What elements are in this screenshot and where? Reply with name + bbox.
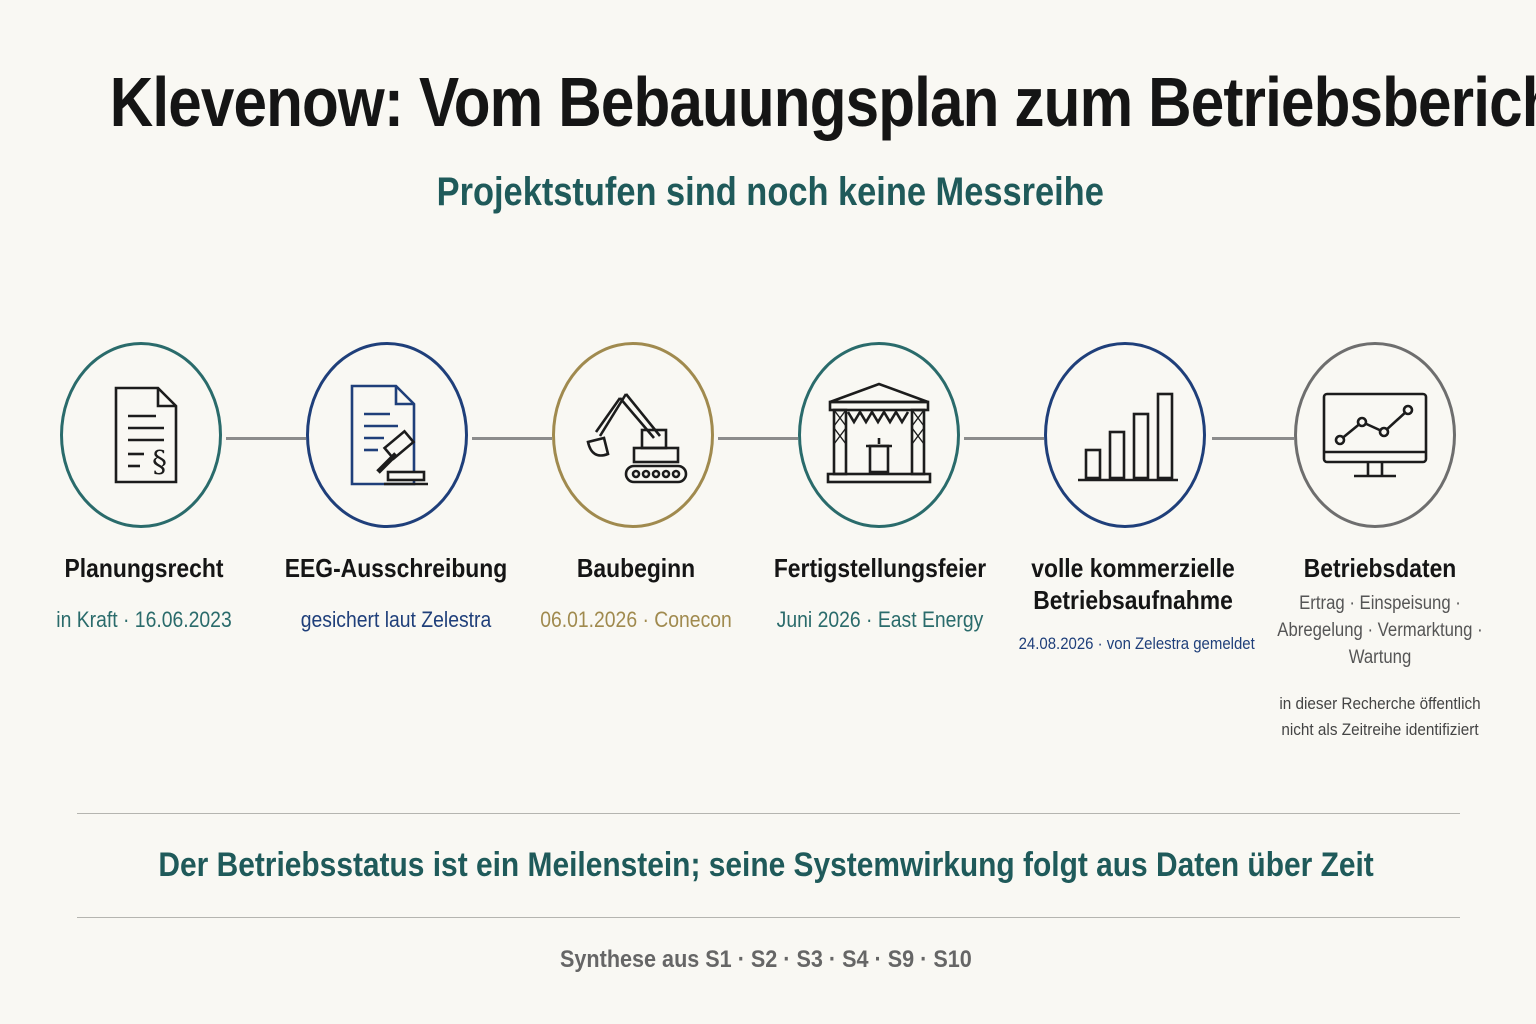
stage-detail-line: Ertrag · Einspeisung ·	[1299, 593, 1461, 614]
connector-line	[226, 437, 306, 440]
stage-detail-line: Abregelung · Vermarktung ·	[1277, 620, 1483, 641]
node-planungsrecht: §	[60, 342, 222, 528]
stage-label-line2: Betriebsaufnahme	[1033, 585, 1233, 615]
stage-label: EEG-Ausschreibung	[284, 553, 508, 583]
stage-detail: gesichert laut Zelestra	[300, 607, 492, 632]
stage-note-line: in dieser Recherche öffentlich	[1279, 694, 1481, 713]
sources-line: Synthese aus S1 · S2 · S3 · S4 · S9 · S1…	[560, 946, 972, 973]
stage-note-line: nicht als Zeitreihe identifiziert	[1281, 720, 1479, 739]
milestone-timeline: §	[0, 330, 1536, 550]
page-subtitle: Projektstufen sind noch keine Messreihe	[436, 170, 1104, 214]
stage-label-block: Baubeginn 06.01.2026 · Conecon	[506, 552, 766, 634]
stage-detail: Juni 2026 · East Energy	[776, 607, 984, 632]
connector-line	[964, 437, 1044, 440]
svg-text:§: §	[152, 445, 167, 480]
stage-label-block: Planungsrecht in Kraft · 16.06.2023	[14, 552, 274, 634]
bar-chart-icon	[1078, 392, 1178, 482]
stage-label-block: Betriebsdaten Ertrag · Einspeisung · Abr…	[1250, 552, 1510, 743]
page-title: Klevenow: Vom Bebauungsplan zum Betriebs…	[109, 63, 1536, 141]
gavel-document-icon	[350, 384, 428, 486]
node-baubeginn	[552, 342, 714, 528]
stage-label: Betriebsdaten	[1303, 553, 1457, 583]
node-eeg-ausschreibung	[306, 342, 468, 528]
stage-detail: in Kraft · 16.06.2023	[56, 607, 232, 632]
stage-label: Baubeginn	[576, 553, 696, 583]
monitor-line-chart-icon	[1322, 392, 1428, 478]
node-betriebsaufnahme	[1044, 342, 1206, 528]
node-fertigstellungsfeier	[798, 342, 960, 528]
stage-detail: 06.01.2026 · Conecon	[540, 607, 732, 632]
connector-line	[718, 437, 798, 440]
connector-line	[1212, 437, 1294, 440]
legal-document-icon: §	[114, 386, 178, 484]
stage-label-block: volle kommerzielle Betriebsaufnahme 24.0…	[1003, 552, 1263, 658]
stage-label: Planungsrecht	[64, 553, 224, 583]
divider-top	[77, 813, 1460, 814]
stage-label: volle kommerzielle	[1031, 553, 1235, 583]
node-betriebsdaten	[1294, 342, 1456, 528]
divider-bottom	[77, 917, 1460, 918]
excavator-icon	[586, 393, 688, 484]
stage-podium-icon	[826, 382, 932, 484]
conclusion-text: Der Betriebsstatus ist ein Meilenstein; …	[158, 846, 1374, 884]
stage-label-block: EEG-Ausschreibung gesichert laut Zelestr…	[266, 552, 526, 634]
stage-detail: 24.08.2026 · von Zelestra gemeldet	[1018, 634, 1255, 653]
stage-label-block: Fertigstellungsfeier Juni 2026 · East En…	[750, 552, 1010, 634]
stage-label: Fertigstellungsfeier	[773, 553, 987, 583]
stage-detail-line: Wartung	[1348, 647, 1412, 668]
connector-line	[472, 437, 552, 440]
